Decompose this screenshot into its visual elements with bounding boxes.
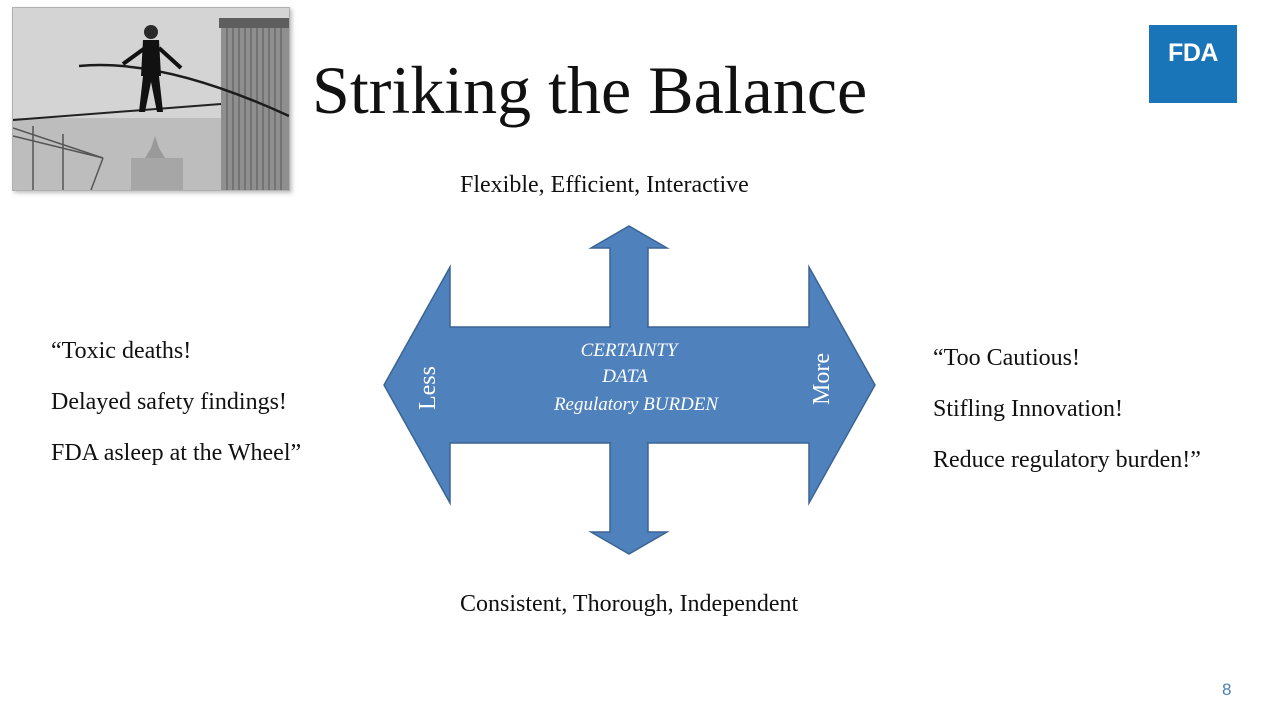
- horizontal-double-arrow: [383, 264, 876, 506]
- bottom-axis-label: Consistent, Thorough, Independent: [460, 591, 799, 617]
- right-quote-line: Reduce regulatory burden!”: [933, 447, 1201, 473]
- tightrope-walker-photo: [12, 7, 290, 191]
- arrow-right-end-label: More: [809, 353, 835, 405]
- arrow-left-end-label: Less: [415, 366, 441, 410]
- right-quote-line: Stifling Innovation!: [933, 396, 1123, 422]
- fda-logo: FDA: [1149, 25, 1237, 103]
- down-arrow: [588, 442, 670, 555]
- up-arrow: [588, 225, 670, 328]
- center-label-regulatory-burden: Regulatory BURDEN: [553, 394, 719, 415]
- top-axis-label: Flexible, Efficient, Interactive: [460, 172, 749, 198]
- left-quote-line: “Toxic deaths!: [51, 338, 192, 364]
- tightrope-walker-illustration: [13, 8, 289, 190]
- left-quote-line: FDA asleep at the Wheel”: [51, 440, 302, 466]
- left-quote-line: Delayed safety findings!: [51, 389, 287, 415]
- center-label-data: DATA: [601, 366, 648, 387]
- right-criticism-quote: “Too Cautious! Stifling Innovation! Redu…: [933, 333, 1201, 486]
- center-label-certainty: CERTAINTY: [581, 340, 680, 361]
- right-quote-line: “Too Cautious!: [933, 345, 1080, 371]
- page-number: 8: [1222, 680, 1232, 699]
- left-criticism-quote: “Toxic deaths! Delayed safety findings! …: [51, 326, 301, 479]
- slide-title: Striking the Balance: [312, 52, 868, 128]
